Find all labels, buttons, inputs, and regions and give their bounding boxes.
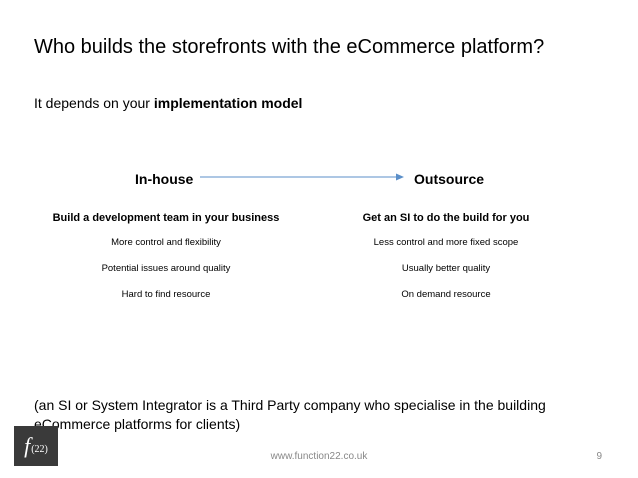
subtitle-prefix: It depends on your — [34, 95, 154, 111]
outsource-item: On demand resource — [401, 289, 491, 300]
si-note: (an SI or System Integrator is a Third P… — [34, 397, 546, 432]
in-house-column: Build a development team in your busines… — [26, 210, 306, 314]
outsource-item: Less control and more fixed scope — [373, 237, 519, 248]
page-number: 9 — [596, 451, 602, 462]
in-house-item: Potential issues around quality — [101, 263, 231, 274]
outsource-lead: Get an SI to do the build for you — [362, 212, 530, 224]
function22-logo: f(22) — [14, 426, 58, 466]
in-house-lead: Build a development team in your busines… — [52, 212, 280, 224]
slide-title: Who builds the storefronts with the eCom… — [34, 36, 545, 58]
logo-number: (22) — [31, 443, 48, 455]
heading-in-house: In-house — [135, 171, 194, 187]
subtitle-bold: implementation model — [153, 95, 303, 111]
outsource-column: Get an SI to do the build for you Less c… — [306, 210, 586, 314]
in-house-item: Hard to find resource — [121, 289, 211, 300]
logo-letter: f — [24, 433, 31, 458]
footer-url: www.function22.co.uk — [270, 451, 368, 462]
in-house-item: More control and flexibility — [111, 237, 221, 248]
arrow-right-icon — [200, 173, 404, 181]
heading-outsource: Outsource — [414, 171, 485, 187]
outsource-item: Usually better quality — [401, 263, 491, 274]
slide-subtitle: It depends on your implementation model — [34, 94, 302, 112]
